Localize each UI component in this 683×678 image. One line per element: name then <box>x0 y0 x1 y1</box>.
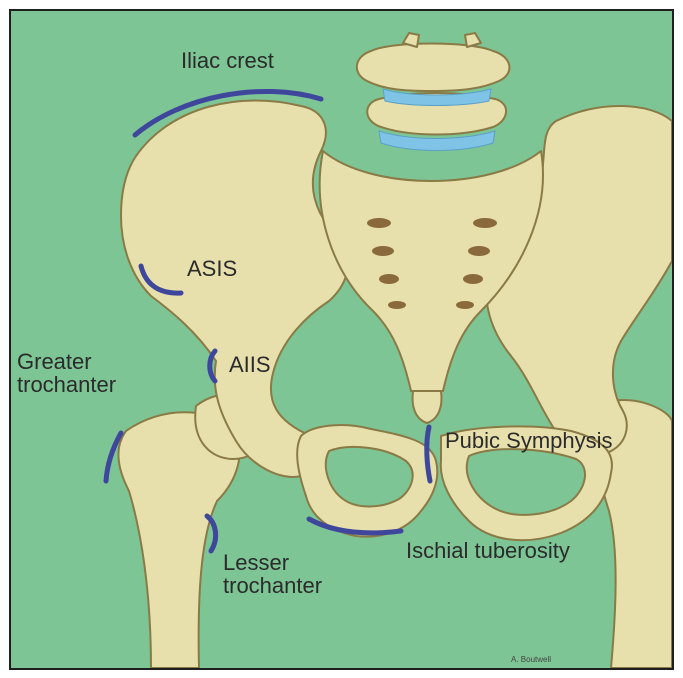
aiis-label: AIIS <box>229 353 271 376</box>
lesser-trochanter-label: Lesser trochanter <box>223 551 322 597</box>
bones <box>118 33 672 668</box>
diagram-frame: Iliac crest ASIS AIIS Greater trochanter… <box>9 9 674 670</box>
pelvis-illustration <box>11 11 672 668</box>
greater-trochanter-label-line2: trochanter <box>17 373 116 396</box>
artist-credit: A. Boutwell <box>511 655 551 664</box>
lesser-trochanter-label-line1: Lesser <box>223 551 322 574</box>
pubic-symphysis-label: Pubic Symphysis <box>445 429 613 452</box>
greater-trochanter-label-line1: Greater <box>17 350 116 373</box>
lesser-trochanter-label-line2: trochanter <box>223 574 322 597</box>
iliac-crest-label: Iliac crest <box>181 49 274 72</box>
coccyx <box>413 391 442 423</box>
asis-label: ASIS <box>187 257 237 280</box>
greater-trochanter-label: Greater trochanter <box>17 350 116 396</box>
ischial-tuberosity-label: Ischial tuberosity <box>406 539 570 562</box>
aiis-marker <box>210 351 215 381</box>
spinous-process-right <box>465 33 481 47</box>
lumbar-vertebra <box>357 44 510 92</box>
